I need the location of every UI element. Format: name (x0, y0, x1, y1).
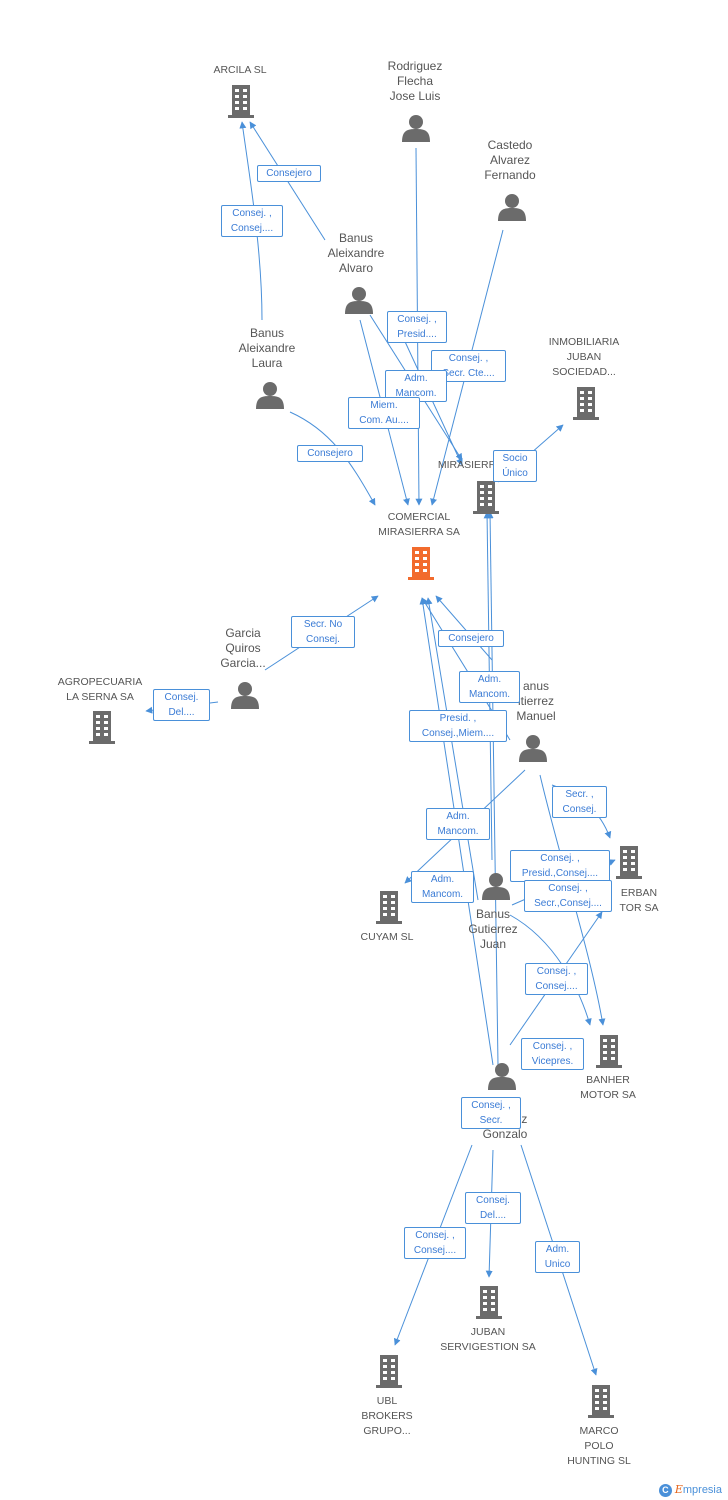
node-label-herban[interactable]: ERBAN TOR SA (619, 887, 659, 914)
edge-label[interactable]: Consej. , Presid.,Consej.... (510, 850, 610, 882)
edges (145, 121, 616, 1376)
edge-label[interactable]: Consej. , Secr.,Consej.... (524, 880, 612, 912)
banus-alvaro-person-icon (345, 287, 373, 314)
edge (486, 511, 499, 1066)
node-label-castedo[interactable]: Castedo Alvarez Fernando (484, 138, 536, 182)
node-label-comercial[interactable]: COMERCIAL MIRASIERRA SA (378, 511, 460, 538)
edge-label[interactable]: Adm. Mancom. (411, 871, 474, 903)
node-label-garcia[interactable]: Garcia Quiros Garcia... (220, 626, 266, 670)
node-label-mirasierra[interactable]: MIRASIERR (437, 459, 497, 471)
copyright-icon: C (658, 1484, 672, 1497)
edge-label[interactable]: Presid. , Consej.,Miem.... (409, 710, 507, 742)
node-label-marco[interactable]: MARCO POLO HUNTING SL (567, 1425, 631, 1467)
edge-label[interactable]: Consejero (297, 445, 363, 462)
juban-serv-building-icon (476, 1286, 502, 1319)
node-label-cuyam[interactable]: CUYAM SL (360, 931, 414, 943)
juan-person-icon (482, 873, 510, 900)
company-icons (89, 85, 642, 1418)
edge-label[interactable]: Consejero (257, 165, 321, 182)
node-label-banus-alvaro[interactable]: Banus Aleixandre Alvaro (327, 231, 385, 275)
gonzalo-person-icon (488, 1063, 516, 1090)
node-label-juban-serv[interactable]: JUBAN SERVIGESTION SA (440, 1326, 536, 1353)
edge-label[interactable]: Consej. Del.... (465, 1192, 521, 1224)
node-label-rodriguez[interactable]: Rodriguez Flecha Jose Luis (387, 59, 443, 103)
banus-laura-person-icon (256, 382, 284, 409)
manuel-person-icon (519, 735, 547, 762)
node-label-banher[interactable]: BANHER MOTOR SA (580, 1074, 636, 1101)
edge-label[interactable]: Adm. Mancom. (459, 671, 520, 703)
node-label-agropecuaria[interactable]: AGROPECUARIA LA SERNA SA (57, 676, 143, 703)
node-label-juan[interactable]: Banus Gutierrez Juan (468, 907, 518, 951)
edge-label[interactable]: Adm. Mancom. (426, 808, 490, 840)
edge-label[interactable]: Secr. , Consej. (552, 786, 607, 818)
edge-label[interactable]: Consej. , Consej.... (525, 963, 588, 995)
edge-label[interactable]: Consejero (438, 630, 504, 647)
ubl-building-icon (376, 1355, 402, 1388)
edge-label[interactable]: Consej. , Vicepres. (521, 1038, 584, 1070)
edge-label[interactable]: Adm. Unico (535, 1241, 580, 1273)
castedo-person-icon (498, 194, 526, 221)
edge-label[interactable]: Consej. Del.... (153, 689, 210, 721)
comercial-building-icon (408, 547, 434, 580)
inmobiliaria-building-icon (573, 387, 599, 420)
garcia-person-icon (231, 682, 259, 709)
node-label-manuel[interactable]: anus itierrez Manuel (516, 679, 556, 723)
edge (425, 597, 479, 901)
edge-label[interactable]: Consej. , Presid.... (387, 311, 447, 343)
edge-label[interactable]: Consej. , Secr. (461, 1097, 521, 1129)
node-label-ubl[interactable]: UBL BROKERS GRUPO... (361, 1395, 413, 1437)
brand-name: mpresia (682, 1484, 722, 1496)
node-label-gonzalo[interactable]: z Gonzalo (482, 1112, 528, 1141)
node-label-banus-laura[interactable]: Banus Aleixandre Laura (238, 326, 296, 370)
edge-label[interactable]: Miem. Com. Au.... (348, 397, 420, 429)
edge (435, 595, 493, 661)
edge-label[interactable]: Consej. , Consej.... (221, 205, 283, 237)
edge-label[interactable]: Socio Único (493, 450, 537, 482)
herban-building-icon (616, 846, 642, 879)
arcila-building-icon (228, 85, 254, 118)
brand-initial: E (674, 1483, 683, 1496)
edge-label[interactable]: Consej. , Secr. Cte.... (431, 350, 506, 382)
node-label-inmobiliaria[interactable]: INMOBILIARIA JUBAN SOCIEDAD... (548, 336, 620, 378)
agropecuaria-building-icon (89, 711, 115, 744)
cuyam-building-icon (376, 891, 402, 924)
rodriguez-person-icon (402, 115, 430, 142)
edge-label[interactable]: Secr. No Consej. (291, 616, 355, 648)
banher-building-icon (596, 1035, 622, 1068)
marco-building-icon (588, 1385, 614, 1418)
node-label-arcila[interactable]: ARCILA SL (213, 64, 267, 76)
edge-label[interactable]: Consej. , Consej.... (404, 1227, 466, 1259)
mirasierra-building-icon (473, 481, 499, 514)
